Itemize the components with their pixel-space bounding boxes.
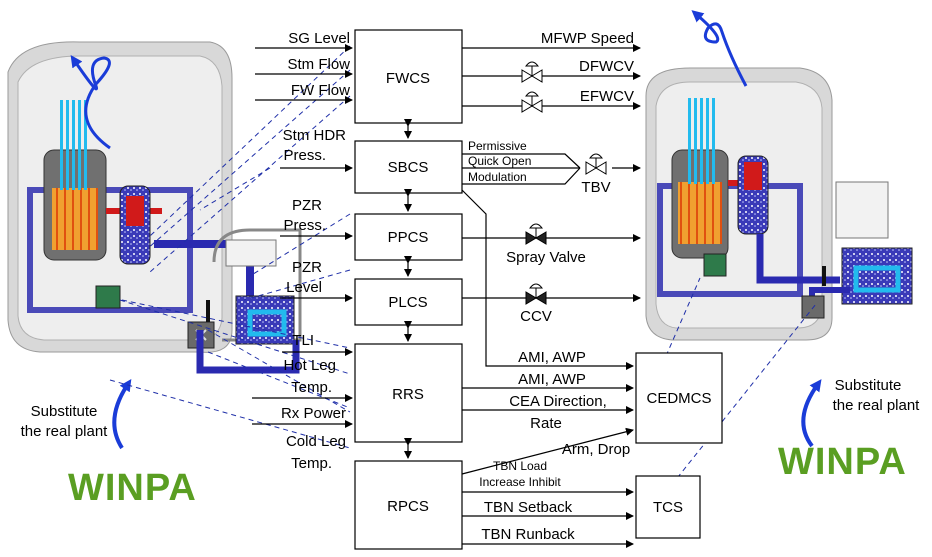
ppcs-box[interactable] [354,213,463,261]
dfwcv-valve-icon [521,61,543,83]
output-ami-awp-1: AMI, AWP [518,349,586,366]
output-cea-direction: CEA Direction, [509,393,607,410]
input-stm-hdr-press: Press. [283,147,326,164]
left-substitute-text: Substitute [31,403,98,420]
input-pzr-level: PZR [292,259,322,276]
output-tbn-load-inhibit: Increase Inhibit [479,475,561,489]
input-stm-flow: Stm Flow [287,56,350,73]
right-substitute-text: Substitute [835,377,902,394]
plcs-box[interactable] [354,278,463,326]
output-arm-drop: Arm, Drop [562,441,630,458]
input-cold-leg: Cold Leg [286,433,346,450]
spray-valve-icon [525,223,547,245]
efwcv-valve-icon [521,91,543,113]
sbcs-label: SBCS [388,159,429,176]
plcs-label: PLCS [388,294,427,311]
rpcs-box[interactable] [354,460,463,550]
output-cea-rate: Rate [530,415,562,432]
input-hot-leg-temp: Temp. [291,379,332,396]
rrs-box[interactable] [354,343,463,443]
right-substitute-text-2: the real plant [833,397,921,414]
fwcs-label: FWCS [386,70,430,87]
input-rx-power: Rx Power [281,405,346,422]
input-pzr-press-2: Press. [283,217,326,234]
output-modulation: Modulation [468,170,527,184]
sbcs-box[interactable] [354,140,463,194]
right-winpa-logo: WINPA [778,441,907,483]
input-signals [252,44,353,428]
right-plant-exhaust-arrow [691,10,748,87]
cedmcs-box[interactable] [635,352,723,444]
output-permissive: Permissive [468,139,527,153]
input-pzr-level-2: Level [286,279,322,296]
output-mfwp-speed: MFWP Speed [541,30,634,47]
tbv-valve-icon [585,153,607,175]
rrs-label: RRS [392,386,424,403]
right-plant-image [645,67,913,341]
left-plant-image [7,41,302,374]
output-signals [461,44,641,548]
output-dfwcv: DFWCV [579,58,634,75]
input-sg-level: SG Level [288,30,350,47]
right-substitute-arrow [801,379,822,448]
left-substitute-text-2: the real plant [21,423,109,440]
rpcs-label: RPCS [387,498,429,515]
tcs-label: TCS [653,499,683,516]
input-pzr-press: PZR [292,197,322,214]
output-spray-valve: Spray Valve [506,249,586,266]
output-tbv: TBV [581,179,610,196]
left-winpa-logo: WINPA [68,467,197,509]
ccv-valve-icon [525,283,547,305]
output-tbn-runback: TBN Runback [481,526,575,543]
left-plant-exhaust-arrow [70,55,111,150]
input-fw-flow: FW Flow [291,82,350,99]
left-substitute-arrow [112,379,132,450]
input-hot-leg: Hot Leg [283,357,336,374]
output-ami-awp-2: AMI, AWP [518,371,586,388]
output-efwcv: EFWCV [580,88,634,105]
ppcs-label: PPCS [388,229,429,246]
output-tbn-setback: TBN Setback [484,499,573,516]
tcs-box[interactable] [635,475,701,539]
cedmcs-label: CEDMCS [646,390,711,407]
input-cold-leg-temp: Temp. [291,455,332,472]
output-ccv: CCV [520,308,552,325]
input-tli: TLI [292,332,314,349]
output-quick-open: Quick Open [468,154,531,168]
output-tbn-load: TBN Load [493,459,547,473]
input-stm-hdr: Stm HDR [283,127,347,144]
